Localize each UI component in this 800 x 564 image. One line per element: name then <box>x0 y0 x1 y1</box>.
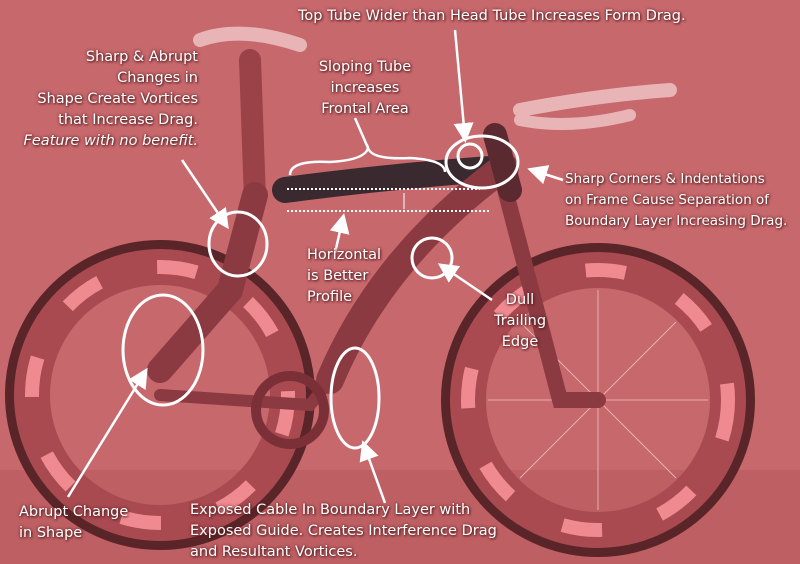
front-wheel <box>441 243 755 557</box>
label-horizontal: Horizontal is Better Profile <box>307 245 381 308</box>
label-line: Shape Create Vortices <box>37 91 198 107</box>
label-line: increases <box>330 80 400 96</box>
label-line: Exposed Cable In Boundary Layer with <box>190 502 471 518</box>
label-line: Frontal Area <box>321 101 409 117</box>
label-line: Sharp & Abrupt <box>85 49 198 65</box>
label-line-italic: Feature with no benefit. <box>23 133 198 149</box>
label-sharp-abrupt: Sharp & Abrupt Changes in Shape Create V… <box>24 47 198 152</box>
label-dull-edge: Dull Trailing Edge <box>485 290 555 353</box>
label-exposed-cable: Exposed Cable In Boundary Layer with Exp… <box>190 500 497 563</box>
label-line: Edge <box>501 334 539 350</box>
profile-guide-lines <box>287 188 490 212</box>
label-line: Profile <box>307 289 353 305</box>
pointer-arrows <box>66 29 564 504</box>
label-abrupt-change: Abrupt Change in Shape <box>19 502 128 544</box>
rear-wheel <box>5 240 315 550</box>
label-line: Abrupt Change <box>19 504 129 520</box>
bike-frame <box>147 26 677 449</box>
label-sharp-corners: Sharp Corners & Indentations on Frame Ca… <box>565 169 787 232</box>
label-sloping-tube: Sloping Tube increases Frontal Area <box>305 57 425 120</box>
label-line: on Frame Cause Separation of <box>565 192 770 208</box>
label-line: Top Tube Wider than Head Tube Increases … <box>298 8 686 24</box>
label-line: Trailing <box>493 313 547 329</box>
label-line: that Increase Drag. <box>58 112 198 128</box>
label-line: Sharp Corners & Indentations <box>565 171 765 187</box>
label-line: Sloping Tube <box>318 59 412 75</box>
label-line: is Better <box>307 268 369 284</box>
highlight-circles <box>121 134 520 450</box>
label-line: Changes in <box>117 70 198 86</box>
label-line: Boundary Layer Increasing Drag. <box>565 213 788 229</box>
label-top-tube: Top Tube Wider than Head Tube Increases … <box>298 6 686 27</box>
label-line: Horizontal <box>307 247 382 263</box>
label-line: in Shape <box>19 525 83 541</box>
label-line: Exposed Guide. Creates Interference Drag <box>190 523 497 539</box>
label-line: and Resultant Vortices. <box>190 544 358 560</box>
label-line: Dull <box>505 292 535 308</box>
